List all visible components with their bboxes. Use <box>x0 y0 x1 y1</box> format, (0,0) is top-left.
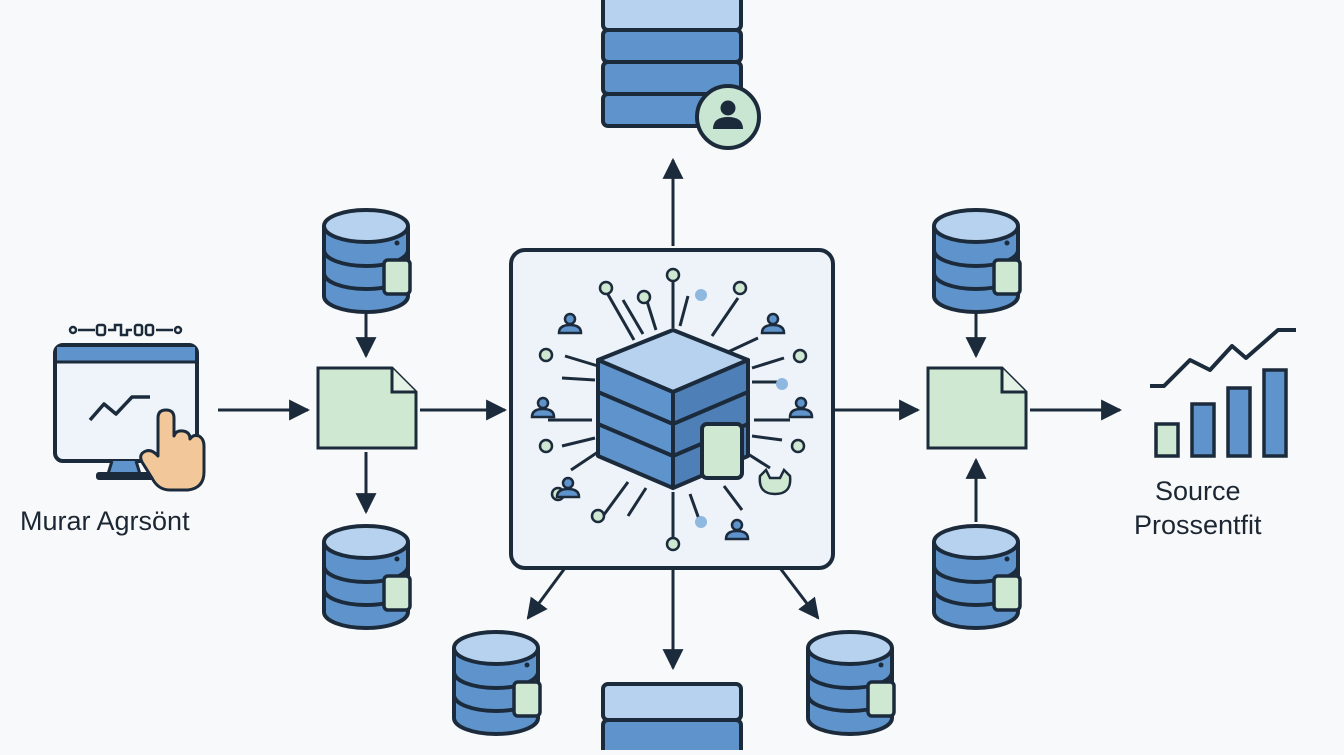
left-node-label: Murar Agrsönt <box>20 506 190 536</box>
server-stack-icon <box>601 682 743 755</box>
document-icon <box>316 366 418 450</box>
right-node-label: Source Prossentfit <box>1134 474 1262 542</box>
central-hub <box>509 248 835 570</box>
database-cylinder-icon <box>322 524 412 630</box>
stacked-cube-icon <box>596 328 750 490</box>
right-node-label-line2: Prossentfit <box>1134 510 1262 540</box>
database-cylinder-icon <box>932 524 1022 630</box>
user-badge-icon <box>695 84 761 150</box>
bar-chart-with-trend-line-icon <box>1150 328 1296 458</box>
cat-face-icon <box>758 467 792 496</box>
connectors <box>218 157 1123 671</box>
arrow-hub-down-left <box>526 567 567 620</box>
database-cylinder-icon <box>806 630 896 736</box>
database-cylinder-icon <box>322 208 412 314</box>
arrow-hub-down-right <box>778 567 820 620</box>
document-icon <box>926 366 1028 450</box>
radial-spokes <box>548 278 790 540</box>
database-cylinder-icon <box>452 630 542 736</box>
radial-nodes <box>538 267 808 552</box>
database-cylinder-icon <box>932 208 1022 314</box>
right-node-label-line1: Source <box>1155 476 1241 506</box>
monitor-with-hand-pointer-icon <box>53 323 206 492</box>
